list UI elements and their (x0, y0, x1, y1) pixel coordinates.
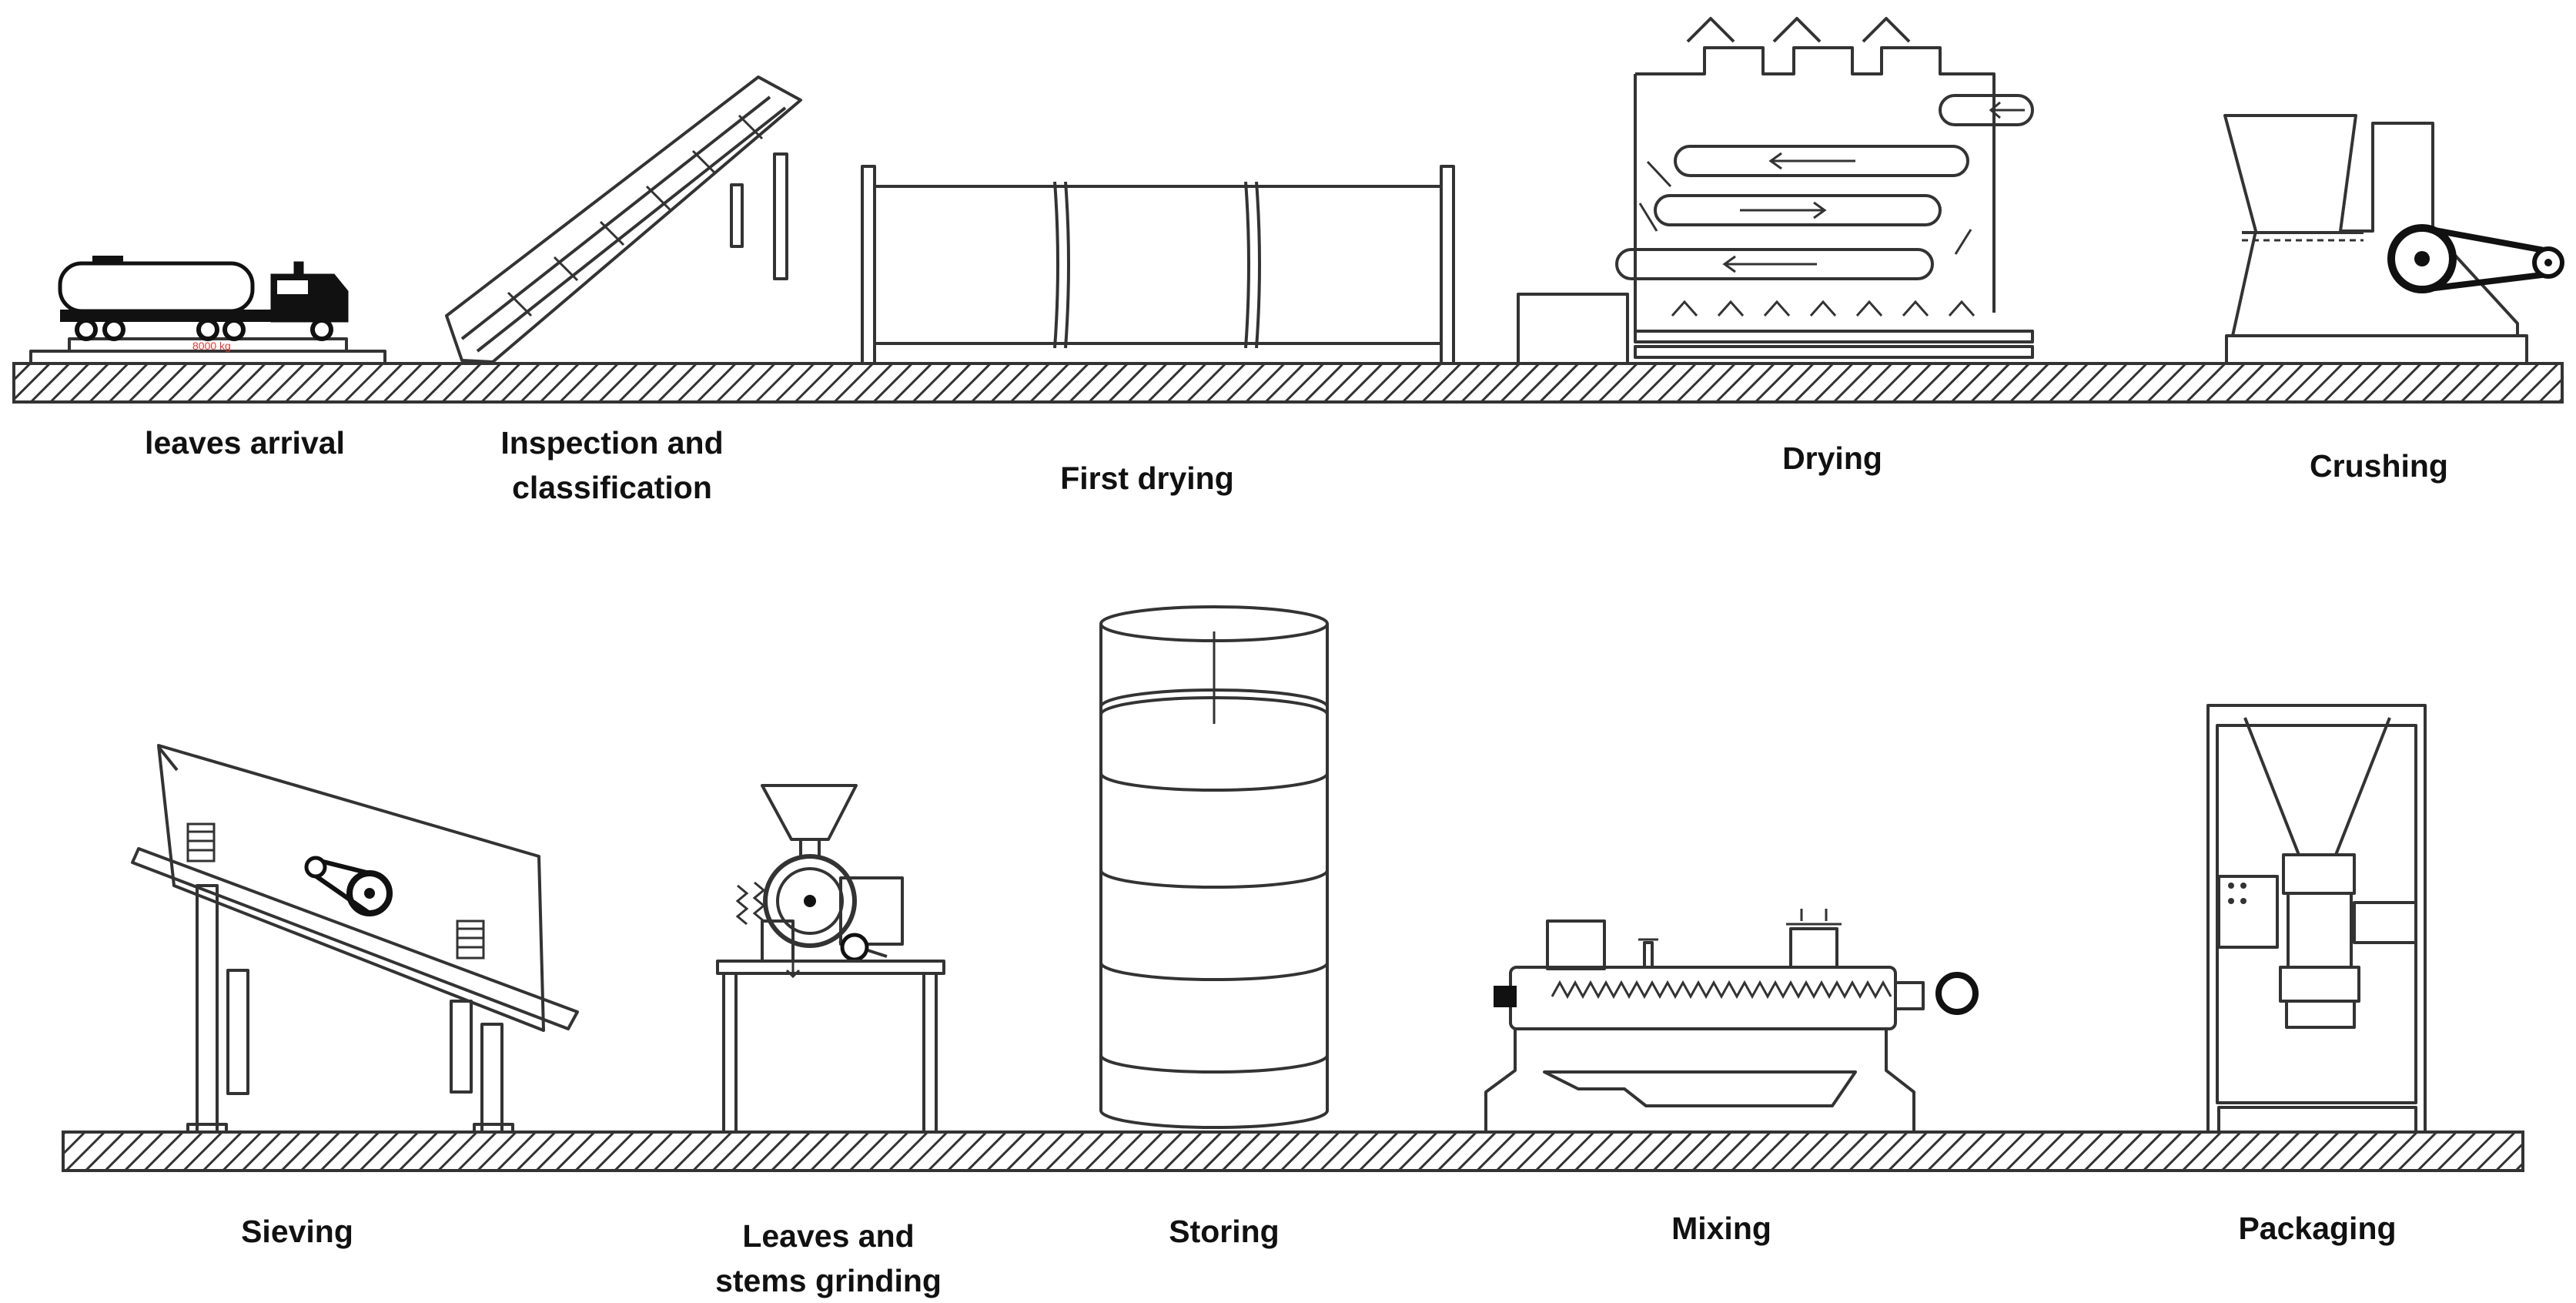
stage-label-sieving: Sieving (241, 1214, 353, 1249)
mixer-icon (1484, 909, 1979, 1134)
stage-label-packaging: Packaging (2238, 1211, 2397, 1246)
conveyor-icon (445, 75, 802, 363)
rotary-dryer-icon (861, 165, 1455, 365)
grinder-icon (716, 784, 945, 1134)
stage-label-mixing: Mixing (1671, 1211, 1771, 1246)
belt-dryer-icon (1517, 17, 2034, 365)
bottom-ground (62, 1130, 2524, 1172)
sieve-icon (131, 744, 579, 1134)
stage-label-storing: Storing (1169, 1214, 1280, 1249)
stage-label-inspection-classification: Inspection and classification (500, 425, 724, 505)
packaging-machine-icon (2206, 704, 2427, 1134)
top-ground (12, 362, 2564, 404)
silo-icon (1099, 605, 1329, 1129)
stage-label-crushing: Crushing (2310, 448, 2448, 484)
svg-text:8000 kg: 8000 kg (192, 340, 231, 352)
stage-label-leaves-arrival: leaves arrival (145, 425, 345, 461)
stage-label-grinding: Leaves and stems grinding (715, 1218, 942, 1298)
stage-label-first-drying: First drying (1060, 461, 1234, 496)
crusher-icon (2223, 114, 2564, 365)
stage-label-drying: Drying (1782, 440, 1882, 476)
truck-icon: 8000 kg (29, 256, 386, 365)
